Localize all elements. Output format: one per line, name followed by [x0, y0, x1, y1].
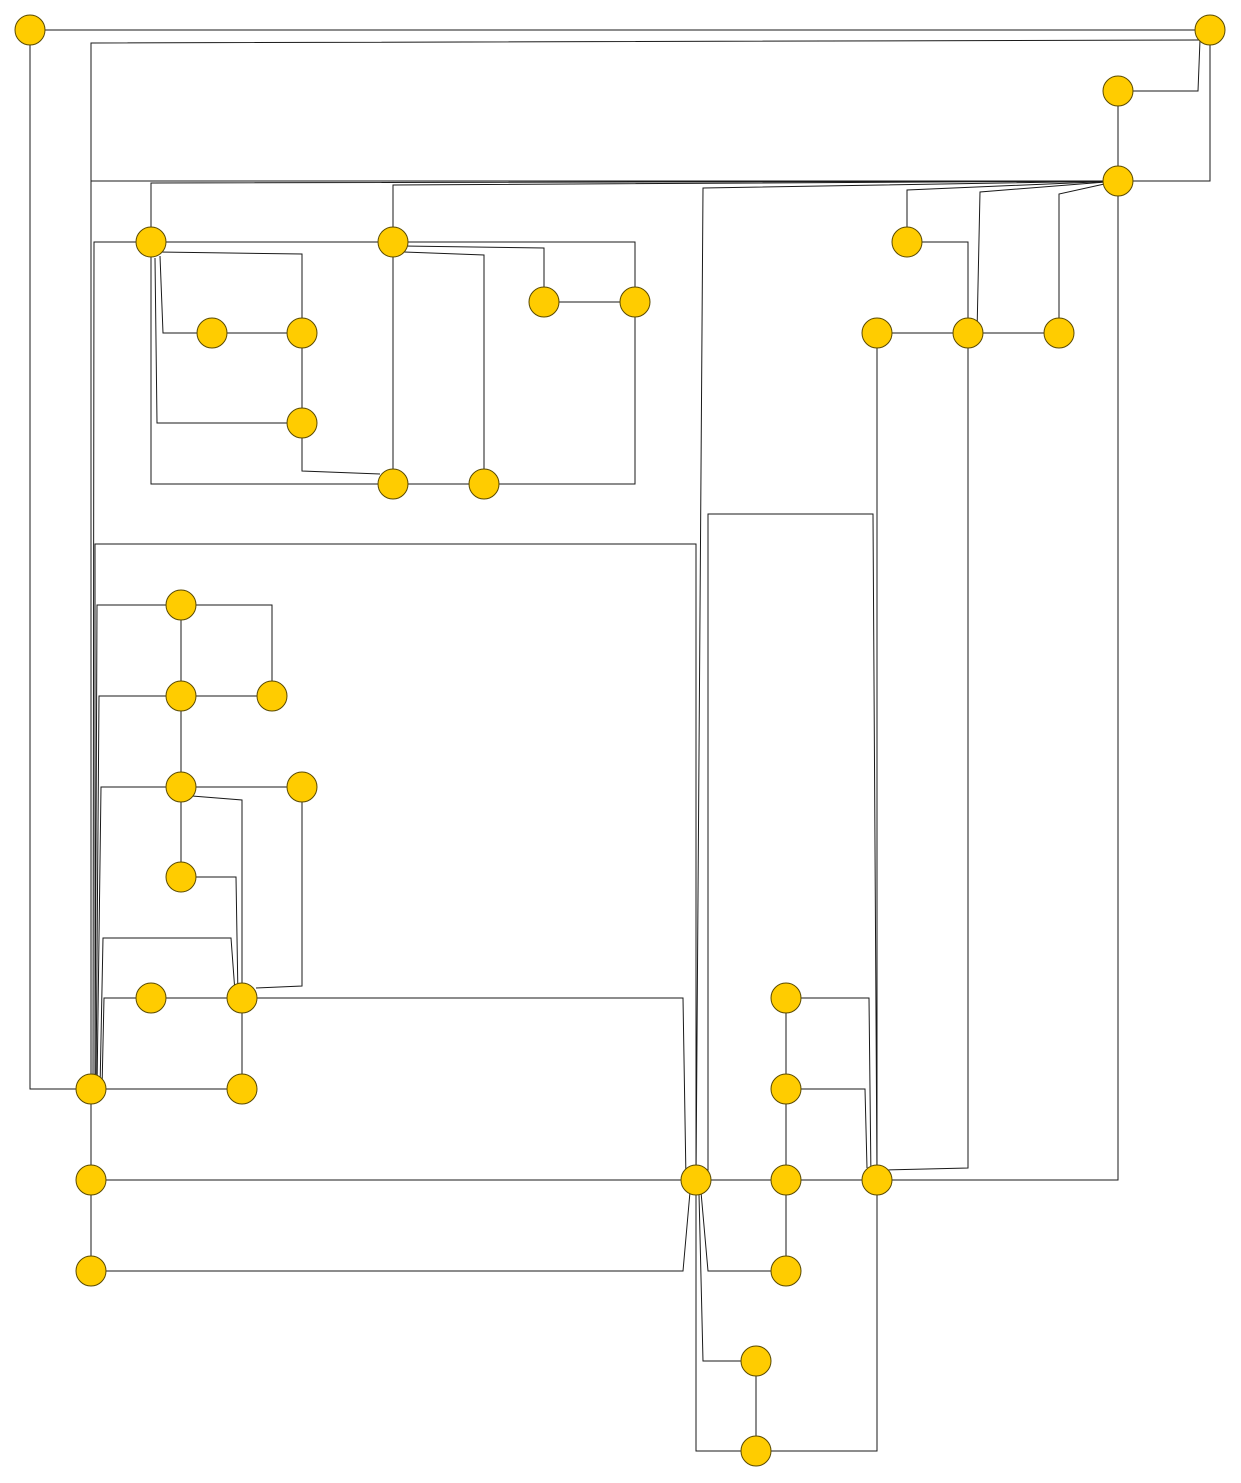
connector-line — [99, 937, 236, 1090]
node-layer — [14, 14, 1226, 1467]
connector-line — [402, 245, 545, 302]
edge-layer — [29, 29, 1211, 1452]
graph-node — [75, 1255, 107, 1287]
connector-line — [158, 251, 303, 333]
graph-node — [377, 226, 409, 258]
graph-node — [226, 1073, 258, 1105]
graph-node — [286, 317, 318, 349]
graph-node — [770, 982, 802, 1014]
connector-line — [877, 181, 1119, 1181]
connector-line — [393, 241, 636, 302]
graph-node — [75, 1164, 107, 1196]
connector-line — [191, 795, 243, 998]
connector-line — [484, 302, 636, 485]
connector-line — [1118, 30, 1211, 182]
connector-line — [906, 180, 1119, 242]
connector-line — [181, 604, 273, 696]
connector-line — [94, 543, 697, 1180]
graph-node — [226, 982, 258, 1014]
connector-line — [181, 876, 239, 999]
connector-line — [301, 438, 381, 475]
connector-line — [786, 1088, 868, 1169]
connector-line — [255, 787, 303, 989]
connector-line — [154, 257, 302, 424]
connector-line — [403, 251, 485, 484]
connector-line — [101, 997, 151, 1090]
graph-node — [165, 680, 197, 712]
connector-line — [150, 242, 393, 485]
graph-node — [196, 317, 228, 349]
connector-line — [976, 180, 1119, 334]
graph-node — [1043, 317, 1075, 349]
connector-line — [159, 255, 212, 334]
graph-node — [861, 317, 893, 349]
connector-line — [786, 997, 872, 1181]
connector-line — [392, 180, 1119, 242]
connector-line — [884, 333, 969, 1171]
graph-node — [891, 226, 923, 258]
connector-line — [95, 695, 181, 1090]
connector-line — [90, 39, 1201, 1089]
connector-line — [242, 997, 687, 1181]
graph-node — [1102, 165, 1134, 197]
graph-node — [952, 317, 984, 349]
graph-node — [619, 286, 651, 318]
graph-node — [1102, 75, 1134, 107]
connector-line — [695, 180, 1119, 1181]
graph-node — [165, 771, 197, 803]
graph-node — [861, 1164, 893, 1196]
connector-line — [1118, 39, 1201, 92]
connector-line — [695, 1180, 878, 1452]
connector-line — [698, 1193, 756, 1362]
graph-node — [528, 286, 560, 318]
connector-line — [1058, 180, 1119, 333]
graph-node — [165, 589, 197, 621]
graph-node — [740, 1435, 772, 1467]
graph-node — [770, 1255, 802, 1287]
connector-line — [92, 241, 151, 1090]
connector-line — [907, 241, 969, 333]
graph-node — [377, 468, 409, 500]
connector-line — [707, 513, 878, 1181]
graph-node — [770, 1164, 802, 1196]
graph-node — [286, 771, 318, 803]
connector-line — [150, 180, 1119, 242]
graph-node — [14, 14, 46, 46]
connector-line — [29, 30, 91, 1090]
graph-node — [680, 1164, 712, 1196]
graph-node — [740, 1345, 772, 1377]
graph-node — [135, 982, 167, 1014]
graph-node — [770, 1073, 802, 1105]
graph-node — [75, 1073, 107, 1105]
connector-line — [94, 604, 181, 1090]
graph-node — [165, 861, 197, 893]
connector-line — [96, 786, 181, 1090]
graph-node — [1194, 14, 1226, 46]
graph-node — [286, 407, 318, 439]
connector-line — [700, 1191, 786, 1272]
graph-node — [256, 680, 288, 712]
graph-node — [468, 468, 500, 500]
connector-line — [91, 1191, 691, 1272]
graph-node — [135, 226, 167, 258]
